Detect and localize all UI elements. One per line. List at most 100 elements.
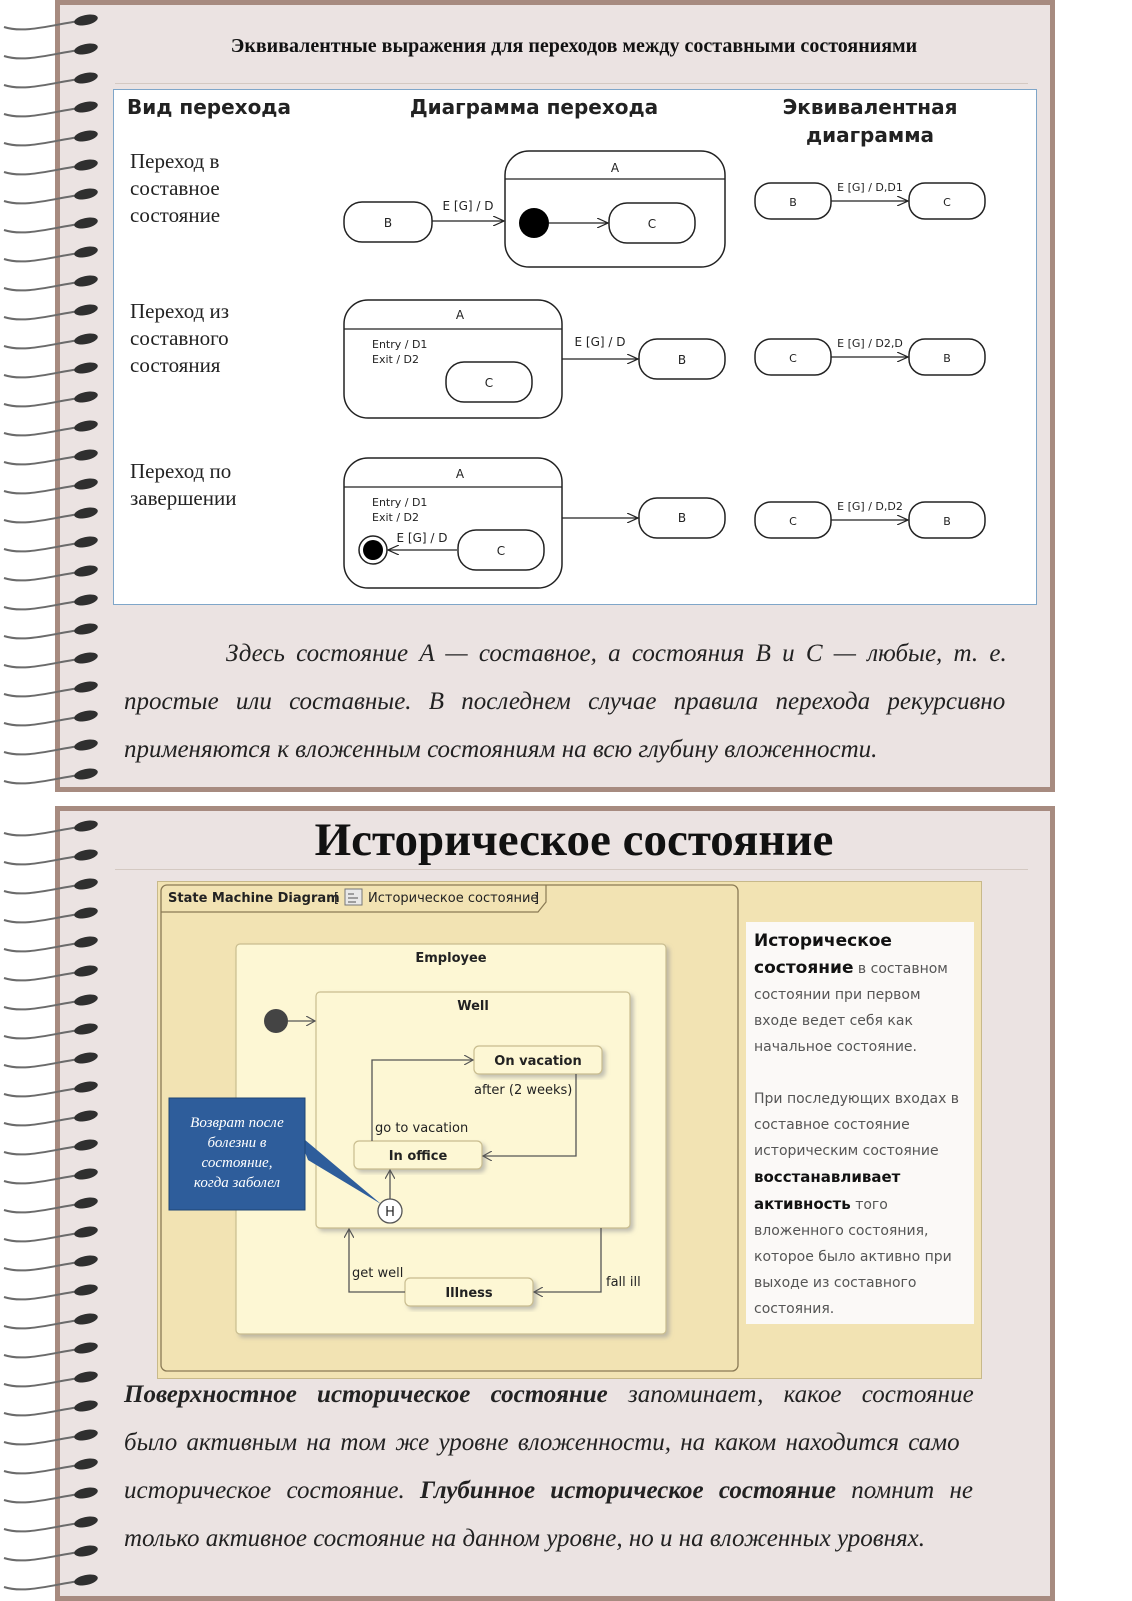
svg-text:E [G] / D: E [G] / D [575, 335, 626, 349]
spiral-hole [74, 507, 98, 519]
spiral-ring [3, 368, 81, 379]
spiral-ring [3, 1580, 81, 1591]
spiral-hole [74, 420, 98, 432]
spiral-ring [3, 136, 81, 147]
initial-state [264, 1009, 288, 1033]
svg-text:Entry / D1: Entry / D1 [372, 338, 427, 351]
svg-text:B: B [678, 353, 686, 367]
spiral-ring [3, 310, 81, 321]
spiral-hole [74, 391, 98, 403]
svg-text:E [G] / D,D2: E [G] / D,D2 [837, 500, 903, 513]
row2-state-c [445, 361, 533, 403]
slide-card-1: Эквивалентные выражения для переходов ме… [55, 0, 1055, 792]
svg-text:State Machine Diagram: State Machine Diagram [168, 891, 340, 906]
spiral-binding-1 [3, 14, 98, 785]
spiral-ring [3, 971, 81, 982]
state-machine-svg: State Machine Diagram [ Историческое сос… [160, 884, 739, 1372]
svg-text:A: A [611, 161, 620, 175]
spiral-hole [74, 1400, 98, 1412]
spiral-hole [74, 710, 98, 722]
spiral-hole [74, 1110, 98, 1122]
callout-note: Возврат после болезни в состояние, когда… [168, 1097, 381, 1211]
svg-text:Переход по: Переход по [130, 459, 231, 483]
spiral-hole [74, 965, 98, 977]
spiral-hole [74, 449, 98, 461]
spiral-ring [3, 716, 81, 727]
spiral-ring [3, 1232, 81, 1243]
row1-state-c [608, 202, 696, 244]
spiral-ring [3, 484, 81, 495]
spiral-ring [3, 1000, 81, 1011]
header-equivalent-1: Эквивалентная [783, 95, 958, 119]
spiral-ring [3, 745, 81, 756]
para1-line3: применяются к вложенным состояниям на вс… [124, 736, 878, 763]
spiral-hole [74, 536, 98, 548]
spiral-hole [74, 130, 98, 142]
svg-text:fall ill: fall ill [606, 1275, 641, 1290]
go-to-vacation-transition [371, 1060, 473, 1141]
spiral-hole [74, 768, 98, 780]
para1-line2: простые или составные. В последнем случа… [124, 688, 1006, 715]
spiral-hole [74, 1168, 98, 1180]
spiral-ring [3, 1551, 81, 1562]
spiral-ring [3, 194, 81, 205]
svg-text:болезни в: болезни в [208, 1135, 267, 1151]
svg-text:On vacation: On vacation [494, 1054, 581, 1069]
row1-initial-state [519, 208, 549, 238]
svg-text:Переход из: Переход из [130, 299, 229, 323]
spiral-ring [3, 913, 81, 924]
spiral-hole [74, 72, 98, 84]
svg-text:C: C [485, 376, 493, 390]
spiral-hole [74, 246, 98, 258]
svg-text:B: B [943, 515, 951, 528]
page1-paragraph: Здесь состояние A — составное, а состоян… [124, 630, 1024, 774]
spiral-ring [3, 1464, 81, 1475]
para2-line4: только активное состояние на данном уров… [124, 1525, 925, 1552]
spiral-hole [74, 217, 98, 229]
spiral-hole [74, 878, 98, 890]
spiral-hole [74, 565, 98, 577]
spiral-ring [3, 339, 81, 350]
transition-table-svg: Вид перехода Диаграмма перехода Эквивале… [127, 95, 986, 589]
spiral-hole [74, 304, 98, 316]
spiral-ring [3, 397, 81, 408]
spiral-ring [3, 1493, 81, 1504]
svg-text:Employee: Employee [415, 951, 486, 966]
svg-text:A: A [456, 308, 465, 322]
header-kind: Вид перехода [127, 95, 291, 119]
svg-text:состояние,: состояние, [202, 1155, 273, 1171]
svg-text:составного: составного [130, 326, 229, 350]
svg-text:H: H [385, 1205, 395, 1220]
spiral-hole [74, 1139, 98, 1151]
spiral-hole [74, 1052, 98, 1064]
para2-line1: Поверхностное историческое состояние зап… [124, 1381, 974, 1408]
svg-text:[: [ [334, 891, 339, 906]
spiral-hole [74, 333, 98, 345]
state-on-vacation [473, 1045, 603, 1075]
spiral-ring [3, 1203, 81, 1214]
spiral-ring [3, 49, 81, 60]
spiral-hole [74, 849, 98, 861]
svg-text:Возврат после: Возврат после [190, 1115, 284, 1131]
page2-paragraph: Поверхностное историческое состояние зап… [124, 1371, 1024, 1563]
get-well-transition [349, 1229, 405, 1293]
spiral-binding-2 [3, 820, 98, 1591]
spiral-hole [74, 1574, 98, 1586]
spiral-ring [3, 1377, 81, 1388]
spiral-hole [74, 1226, 98, 1238]
spiral-hole [74, 159, 98, 171]
svg-text:завершении: завершении [130, 486, 236, 510]
svg-text:когда заболел: когда заболел [194, 1175, 281, 1191]
svg-text:A: A [456, 467, 465, 481]
spiral-hole [74, 43, 98, 55]
after-transition [483, 1074, 577, 1156]
svg-text:Exit / D2: Exit / D2 [372, 511, 419, 524]
spiral-hole [74, 1197, 98, 1209]
svg-text:B: B [789, 196, 797, 209]
svg-text:B: B [678, 511, 686, 525]
page1-title: Эквивалентные выражения для переходов ме… [230, 35, 918, 57]
svg-text:get well: get well [352, 1266, 403, 1281]
para2-line2: было активным на том же уровне вложеннос… [124, 1429, 960, 1456]
svg-text:after (2 weeks): after (2 weeks) [474, 1083, 572, 1098]
header-diagram: Диаграмма перехода [410, 95, 658, 119]
